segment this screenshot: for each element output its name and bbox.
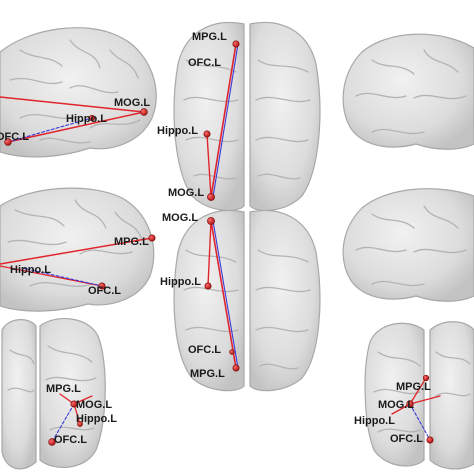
- label-mpg-panel5: MPG.L: [190, 368, 225, 380]
- connections: [0, 43, 441, 443]
- label-mpg-panel4: MPG.L: [192, 31, 227, 43]
- label-mpg-panel3: MPG.L: [46, 383, 81, 395]
- brain-lateral-top-left: [0, 27, 157, 158]
- label-ofc-panel5: OFC.L: [188, 344, 221, 356]
- label-mog-panel3: MOG.L: [76, 399, 112, 411]
- brain-ventral-middle-center: [173, 209, 321, 392]
- label-mog-panel1: MOG.L: [114, 97, 150, 109]
- brain-posterior-bottom-right: [364, 321, 474, 470]
- brain-lateral-top-right: [342, 33, 474, 150]
- brain-medial-middle-left: [0, 187, 155, 312]
- nodes: [4, 40, 434, 446]
- label-mpg-panel8: MPG.L: [396, 381, 431, 393]
- label-hippo-panel4: Hippo.L: [157, 125, 198, 137]
- brain-dorsal-top-center: [173, 21, 321, 212]
- label-ofc-panel2: OFC.L: [88, 285, 121, 297]
- label-ofc-panel3: OFC.L: [54, 434, 87, 446]
- label-mpg-panel2: MPG.L: [114, 236, 149, 248]
- brain-medial-middle-right: [342, 188, 474, 302]
- label-hippo-panel5: Hippo.L: [160, 276, 201, 288]
- label-hippo-panel2: Hippo.L: [10, 264, 51, 276]
- brain-frontal-bottom-left: [1, 318, 106, 470]
- label-ofc-panel8: OFC.L: [390, 433, 423, 445]
- label-mog-panel4: MOG.L: [168, 187, 204, 199]
- label-hippo-panel8: Hippo.L: [354, 415, 395, 427]
- label-hippo-panel1: Hippo.L: [66, 113, 107, 125]
- label-ofc-panel1: OFC.L: [0, 131, 29, 143]
- label-hippo-panel3: Hippo.L: [76, 413, 117, 425]
- label-ofc-panel4: OFC.L: [188, 57, 221, 69]
- label-mog-panel5: MOG.L: [162, 212, 198, 224]
- label-mog-panel8: MOG.L: [378, 399, 414, 411]
